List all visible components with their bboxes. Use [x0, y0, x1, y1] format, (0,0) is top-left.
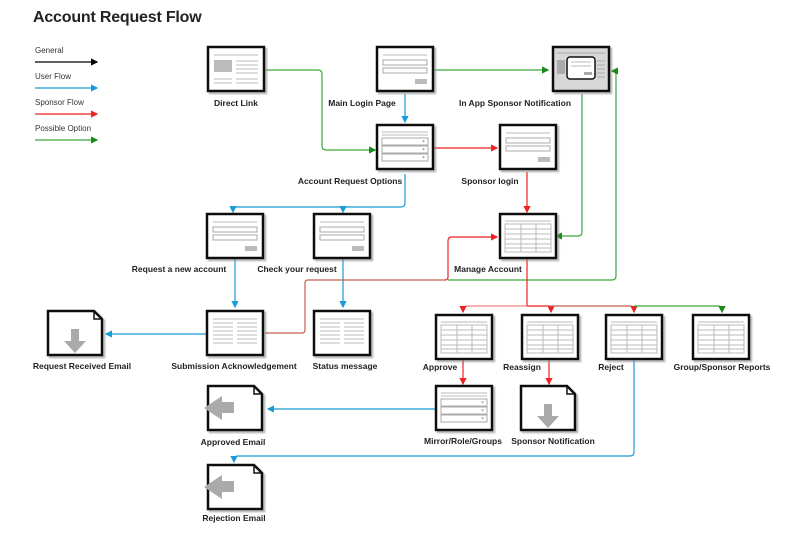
connectors [104, 66, 726, 464]
node-status-message [314, 311, 370, 355]
node-manage-account [500, 214, 556, 258]
node-group-sponsor-reports [693, 315, 749, 359]
node-main-login [377, 47, 433, 91]
node-sponsor-notification [521, 386, 575, 430]
label-request-new-account: Request a new account [131, 264, 227, 274]
label-sponsor-login: Sponsor login [461, 176, 519, 186]
label-group-sponsor-reports: Group/Sponsor Reports [673, 362, 771, 372]
legend-sponsor-flow-label: Sponsor Flow [35, 98, 84, 107]
page-title: Account Request Flow [33, 9, 202, 26]
label-account-request-options: Account Request Options [297, 176, 403, 186]
label-reject: Reject [598, 362, 624, 372]
edge-submission-to-manage [265, 279, 445, 334]
node-check-request [314, 214, 370, 258]
label-status-message: Status message [312, 361, 378, 371]
edge-direct-link-to-options [264, 69, 377, 154]
label-in-app-notification: In App Sponsor Notification [458, 98, 572, 108]
node-in-app-notification [551, 45, 611, 93]
label-main-login: Main Login Page [328, 98, 396, 108]
label-submission-ack: Submission Acknowledgement [171, 361, 297, 371]
node-reject [606, 315, 662, 359]
edge-reject-to-rejection-email [230, 358, 635, 464]
label-approve: Approve [422, 362, 458, 372]
node-approved-email [204, 386, 262, 430]
legend-lines [35, 58, 99, 144]
node-direct-link [206, 45, 266, 93]
node-request-new-account [207, 214, 263, 258]
node-request-received-email [48, 311, 102, 355]
label-approved-email: Approved Email [200, 437, 266, 447]
legend-possible-option-label: Possible Option [35, 124, 92, 133]
node-account-request-options [377, 125, 433, 169]
label-mirror-role-groups: Mirror/Role/Groups [424, 436, 502, 446]
node-reassign [522, 315, 578, 359]
label-check-request: Check your request [257, 264, 337, 274]
label-sponsor-notification: Sponsor Notification [511, 436, 595, 446]
node-rejection-email [204, 465, 262, 509]
node-mirror-role-groups [436, 386, 492, 430]
legend-user-flow-label: User Flow [35, 72, 72, 81]
node-sponsor-login [500, 125, 556, 169]
label-rejection-email: Rejection Email [202, 513, 266, 523]
legend-general-label: General [35, 46, 64, 55]
label-request-received-email: Request Received Email [32, 361, 132, 371]
node-submission-ack [207, 311, 263, 355]
edge-inapp-to-manage [554, 94, 583, 240]
label-direct-link: Direct Link [214, 98, 258, 108]
edge-options-to-user-choices [229, 174, 406, 214]
label-reassign: Reassign [503, 362, 541, 372]
node-approve [436, 315, 492, 359]
label-manage-account: Manage Account [454, 264, 522, 274]
